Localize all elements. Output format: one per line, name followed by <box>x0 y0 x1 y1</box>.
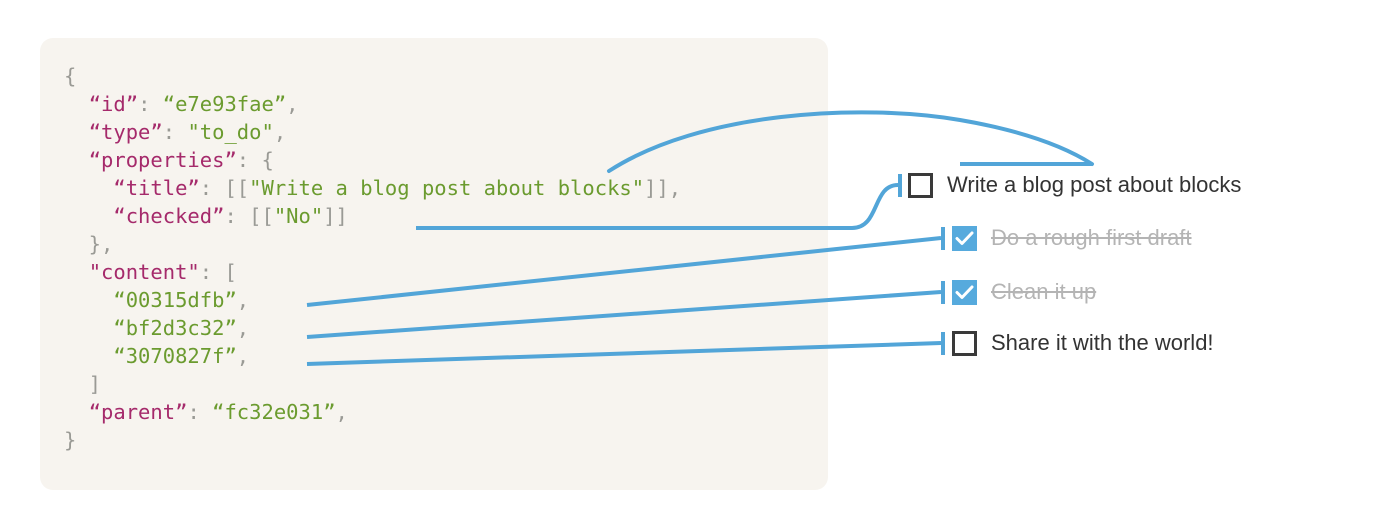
code-line: "content": [ <box>64 258 681 286</box>
code-line: “properties”: { <box>64 146 681 174</box>
code-line: “3070827f”, <box>64 342 681 370</box>
code-token-punct: } <box>64 428 77 452</box>
code-line: “checked”: [["No"]] <box>64 202 681 230</box>
code-token-punct: , <box>236 316 250 340</box>
code-token-punct: ]] <box>323 204 348 228</box>
code-token-str: “e7e93fae” <box>162 92 287 116</box>
code-token-punct: , <box>286 92 299 116</box>
code-token-punct <box>64 176 113 200</box>
checkbox-unchecked-icon[interactable] <box>908 172 933 198</box>
checkbox-checked-icon[interactable] <box>952 225 977 251</box>
code-token-str: "Write a blog post about blocks" <box>249 176 645 200</box>
code-token-punct: : { <box>236 148 274 172</box>
code-token-punct: : [[ <box>224 204 274 228</box>
code-token-str: “00315dfb” <box>113 288 237 312</box>
code-token-key: "content" <box>88 260 200 284</box>
code-token-punct <box>64 204 113 228</box>
code-token-punct <box>64 316 113 340</box>
code-token-punct: { <box>64 64 77 88</box>
todo-label: Do a rough first draft <box>991 225 1192 250</box>
code-line: “00315dfb”, <box>64 286 681 314</box>
code-token-punct: : [[ <box>199 176 250 200</box>
code-token-str: “fc32e031” <box>212 400 336 424</box>
code-token-key: “parent” <box>88 400 188 424</box>
code-token-punct: , <box>335 400 348 424</box>
code-token-key: “checked” <box>113 204 225 228</box>
code-token-key: “title” <box>113 176 200 200</box>
code-token-punct: , <box>236 344 250 368</box>
code-token-punct: : [ <box>199 260 237 284</box>
code-token-key: “id” <box>88 92 139 116</box>
code-line: “bf2d3c32”, <box>64 314 681 342</box>
todo-item[interactable]: Clean it up <box>952 279 1096 305</box>
todo-label: Clean it up <box>991 279 1097 304</box>
code-line: }, <box>64 230 681 258</box>
code-token-punct <box>64 288 113 312</box>
code-token-str: “3070827f” <box>113 344 237 368</box>
todo-item[interactable]: Share it with the world! <box>952 330 1214 356</box>
todo-item[interactable]: Write a blog post about blocks <box>908 172 1241 198</box>
code-token-punct <box>64 344 113 368</box>
code-token-punct: : <box>187 400 213 424</box>
json-code-block: { “id”: “e7e93fae”, “type”: "to_do", “pr… <box>64 62 681 454</box>
code-token-punct <box>64 92 89 116</box>
code-token-str: “bf2d3c32” <box>113 316 237 340</box>
code-token-punct: , <box>236 288 250 312</box>
code-token-key: “properties” <box>88 148 237 172</box>
code-line: “type”: "to_do", <box>64 118 681 146</box>
code-token-punct: : <box>162 120 188 144</box>
code-token-key: “type” <box>88 120 163 144</box>
code-token-punct <box>64 400 89 424</box>
code-token-punct <box>64 260 89 284</box>
checkbox-checked-icon[interactable] <box>952 279 977 305</box>
json-code-panel: { “id”: “e7e93fae”, “type”: "to_do", “pr… <box>40 38 828 490</box>
code-line: “id”: “e7e93fae”, <box>64 90 681 118</box>
todo-label: Share it with the world! <box>991 330 1214 355</box>
code-line: ] <box>64 370 681 398</box>
todo-label: Write a blog post about blocks <box>947 172 1242 197</box>
code-token-str: "to_do" <box>187 120 274 144</box>
code-token-punct <box>64 120 89 144</box>
checkbox-unchecked-icon[interactable] <box>952 330 977 356</box>
code-token-punct: : <box>138 92 163 116</box>
code-line: “title”: [["Write a blog post about bloc… <box>64 174 681 202</box>
todo-item[interactable]: Do a rough first draft <box>952 225 1192 251</box>
code-token-punct: ]], <box>644 176 682 200</box>
code-line: } <box>64 426 681 454</box>
code-line: { <box>64 62 681 90</box>
code-token-punct: }, <box>64 232 114 256</box>
code-token-punct: ] <box>64 372 102 396</box>
code-token-punct <box>64 148 89 172</box>
code-line: “parent”: “fc32e031”, <box>64 398 681 426</box>
code-token-str: "No" <box>273 204 324 228</box>
code-token-punct: , <box>273 120 287 144</box>
